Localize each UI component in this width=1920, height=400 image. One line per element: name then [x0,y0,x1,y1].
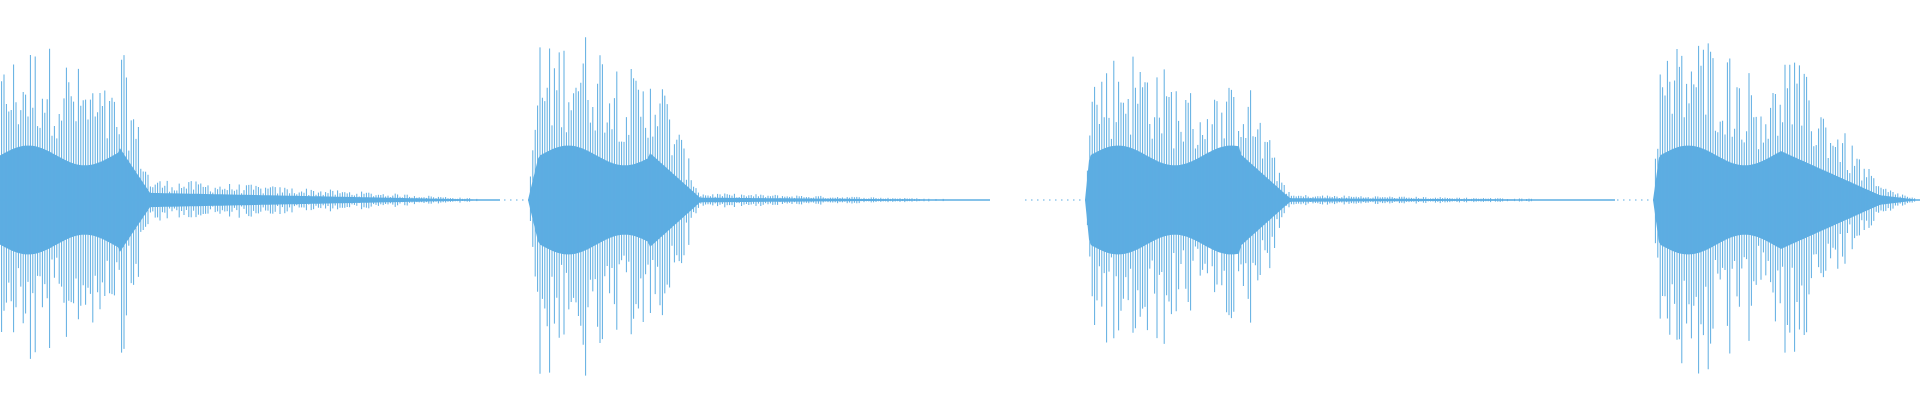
waveform-segment [1025,56,1615,344]
waveform-segment [1593,43,1920,374]
waveform-segment [468,37,990,376]
waveform-segment [0,48,500,359]
waveform-track [0,37,1920,376]
